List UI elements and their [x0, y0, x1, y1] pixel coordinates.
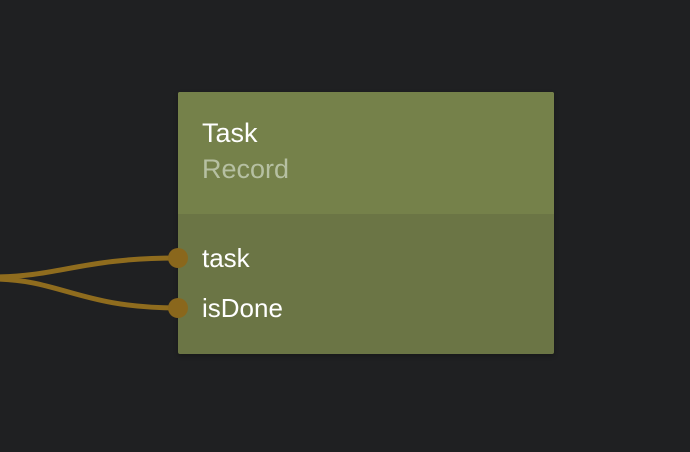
port-label-task: task — [202, 242, 250, 273]
task-node[interactable]: Task Record task isDone — [168, 92, 554, 354]
node-body: task isDone — [168, 214, 554, 333]
port-socket-task[interactable] — [168, 248, 188, 268]
node-subtitle: Record — [202, 154, 290, 184]
input-port-isdone: isDone — [168, 283, 554, 333]
input-port-task: task — [168, 233, 554, 283]
node-header[interactable]: Task Record — [178, 92, 554, 214]
port-label-isdone: isDone — [202, 292, 283, 323]
node-title: Task — [202, 118, 258, 148]
port-socket-isdone[interactable] — [168, 298, 188, 318]
connection-wire-isdone[interactable] — [0, 276, 181, 311]
connection-wire-task[interactable] — [0, 255, 181, 280]
